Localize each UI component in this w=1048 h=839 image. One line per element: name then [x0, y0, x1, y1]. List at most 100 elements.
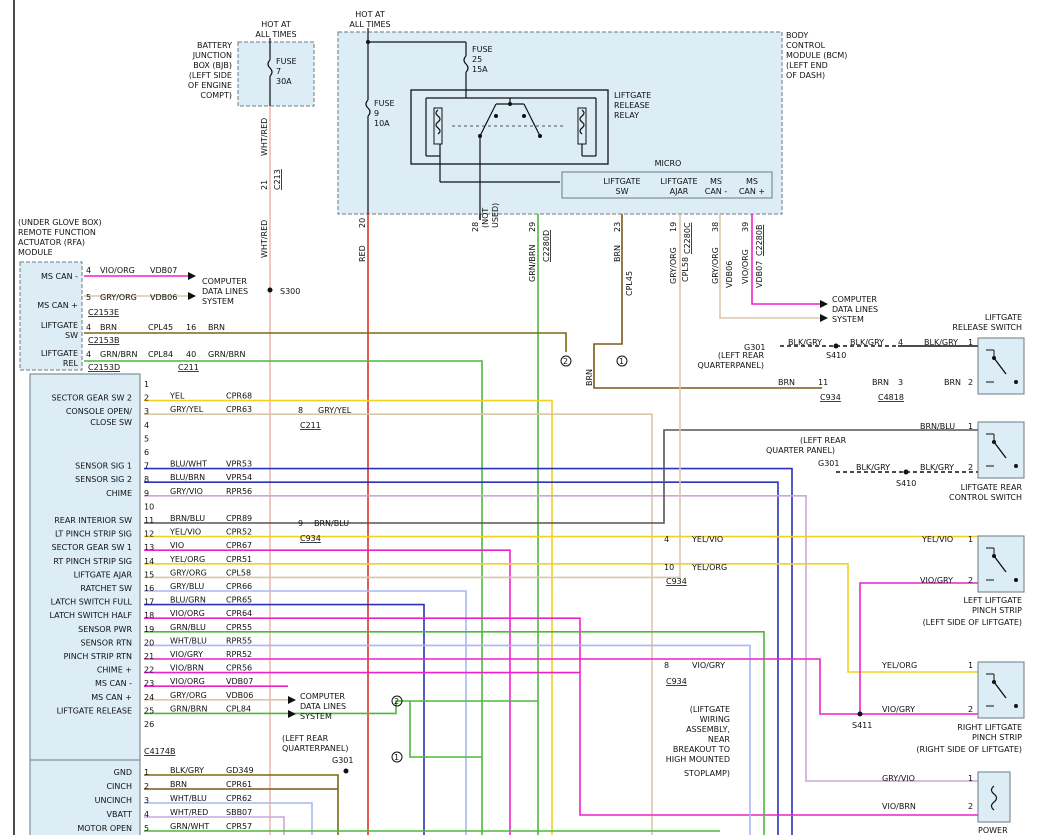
lgm-circuit: CPR68 [226, 392, 252, 401]
svg-text:G301: G301 [744, 343, 765, 352]
svg-text:VDB06: VDB06 [725, 261, 734, 288]
wire-gry-org-ajar [144, 344, 681, 579]
svg-text:2: 2 [968, 378, 973, 387]
svg-text:BODY: BODY [786, 31, 808, 40]
lgm2-circuit: CPR61 [226, 780, 252, 789]
lgm-wire-color: BRN/BLU [170, 514, 205, 523]
wire-yel-sector-2 [144, 399, 553, 835]
fuse7-amp: 30A [276, 77, 292, 86]
switch-blade [993, 681, 1007, 699]
svg-text:BLK/GRY: BLK/GRY [924, 338, 958, 347]
svg-text:(LEFT REAR: (LEFT REAR [718, 351, 765, 360]
svg-text:GRN/BRN: GRN/BRN [528, 245, 537, 282]
svg-text:BRN: BRN [778, 378, 795, 387]
lgm-wire-color: GRY/ORG [170, 568, 207, 577]
svg-text:(UNDER GLOVE BOX): (UNDER GLOVE BOX) [18, 218, 102, 227]
svg-text:C934: C934 [300, 534, 321, 543]
svg-text:RED: RED [358, 245, 367, 262]
lgm2-circuit: CPR62 [226, 794, 252, 803]
svg-text:GRY/ORG: GRY/ORG [711, 247, 720, 284]
wire-blu-grn [144, 603, 425, 835]
rfa-rows: MS CAN - MS CAN + LIFTGATE SW LIFTGATE R… [37, 266, 248, 372]
relay-label-2: RELEASE [614, 101, 650, 110]
rfa-module-box [19, 261, 83, 371]
arrow-icon [820, 300, 828, 308]
lgm-circuit: CPR65 [226, 596, 252, 605]
wire-lgm-rel-jumper [409, 701, 482, 758]
svg-text:ASSEMBLY,: ASSEMBLY, [686, 725, 730, 734]
lgm2-wire-color: BLK/GRY [170, 766, 204, 775]
svg-text:2: 2 [968, 463, 973, 472]
svg-text:(RIGHT SIDE OF LIFTGATE): (RIGHT SIDE OF LIFTGATE) [916, 745, 1022, 754]
lgm2-wire-color: GRN/WHT [170, 822, 209, 831]
svg-text:RIGHT LIFTGATE: RIGHT LIFTGATE [957, 723, 1022, 732]
svg-text:CPL45: CPL45 [148, 323, 173, 332]
svg-text:19: 19 [669, 222, 678, 232]
svg-text:GRY/YEL: GRY/YEL [318, 406, 352, 415]
switch-blade [993, 357, 1007, 375]
svg-text:1: 1 [968, 338, 973, 347]
svg-text:16: 16 [186, 323, 196, 332]
svg-text:S410: S410 [896, 479, 916, 488]
liftgate-module-box [29, 373, 141, 839]
svg-text:QUARTERPANEL): QUARTERPANEL) [282, 744, 349, 753]
svg-text:2: 2 [968, 802, 973, 811]
svg-text:C934: C934 [820, 393, 841, 402]
svg-text:8: 8 [298, 406, 303, 415]
svg-text:JUNCTION: JUNCTION [192, 51, 232, 60]
svg-text:BRN: BRN [613, 245, 622, 262]
svg-text:2: 2 [968, 576, 973, 585]
lgm2-pin: 5 [144, 824, 149, 833]
svg-text:MODULE (BCM): MODULE (BCM) [786, 51, 847, 60]
lgm2-pin: 2 [144, 782, 149, 791]
lgm2-circuit: CPR57 [226, 822, 252, 831]
lgm-pin: 6 [144, 448, 149, 457]
svg-text:REMOTE FUNCTION: REMOTE FUNCTION [18, 228, 96, 237]
bcm-pin-labels: 20 RED 28 (NOT USED) 29 GRN/BRN C2280D 2… [260, 118, 764, 296]
svg-text:CONTROL: CONTROL [786, 41, 826, 50]
lgm-pin-label: SENSOR RTN [81, 638, 132, 647]
svg-text:HIGH MOUNTED: HIGH MOUNTED [666, 755, 730, 764]
lgm2-pin-label: MOTOR OPEN [77, 824, 132, 833]
fuse7-label: FUSE [276, 57, 297, 66]
fuse25-label: FUSE [472, 45, 493, 54]
lgm-pin: 7 [144, 462, 149, 471]
svg-text:20: 20 [358, 218, 367, 228]
micro-box [561, 171, 773, 199]
lgm-pin: 3 [144, 407, 149, 416]
svg-text:MS: MS [710, 177, 722, 186]
svg-text:BRN: BRN [208, 323, 225, 332]
svg-text:VDB06: VDB06 [150, 293, 177, 302]
lgm-pin: 5 [144, 434, 149, 443]
lgm2-wire-color: WHT/BLU [170, 794, 207, 803]
svg-text:BRN: BRN [944, 378, 961, 387]
switch-pivot [992, 680, 996, 684]
svg-text:ACTUATOR (RFA): ACTUATOR (RFA) [18, 238, 85, 247]
svg-text:USED): USED) [491, 203, 500, 228]
svg-text:BRN: BRN [585, 369, 594, 386]
svg-text:VIO/ORG: VIO/ORG [100, 266, 135, 275]
lgm-pin-label: REAR INTERIOR SW [54, 516, 132, 525]
lgm2-pin-label: CINCH [106, 782, 132, 791]
switch-contact [1014, 464, 1018, 468]
svg-text:BLK/GRY: BLK/GRY [788, 338, 822, 347]
wire-yel-org [144, 562, 978, 673]
wire-gry-yel [144, 413, 653, 835]
fuse-7-icon [267, 59, 273, 77]
arrow-icon [820, 314, 828, 322]
svg-text:BLK/GRY: BLK/GRY [920, 463, 954, 472]
svg-text:1: 1 [968, 422, 973, 431]
lgm-circuit: RPR55 [226, 636, 252, 645]
wire-blu-wht [144, 467, 793, 835]
svg-text:SYSTEM: SYSTEM [300, 712, 332, 721]
micro-label: MICRO [655, 159, 682, 168]
wire-vio-gry-left-pinch [859, 582, 978, 714]
wire-vio-org-half [144, 617, 978, 816]
lgm-pin: 25 [144, 706, 154, 715]
svg-text:QUARTER PANEL): QUARTER PANEL) [766, 446, 835, 455]
svg-text:DATA LINES: DATA LINES [832, 305, 878, 314]
lgm-connector-c4174b: C4174B [144, 747, 175, 756]
lgm-wire-color: GRY/BLU [170, 582, 204, 591]
